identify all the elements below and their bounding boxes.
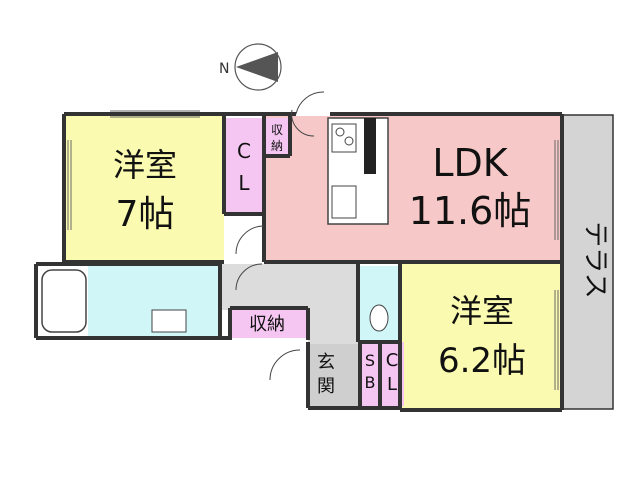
shoe-box	[360, 342, 380, 406]
washbasin-icon	[151, 309, 187, 333]
hallway-lower	[308, 300, 360, 344]
ldk-room	[266, 116, 560, 262]
doors	[235, 91, 325, 381]
entrance-label-1: 玄	[317, 352, 335, 373]
western-room-1-size: 7帖	[116, 194, 175, 235]
kitchen-wall-panel	[364, 118, 376, 174]
stove-icon	[331, 123, 357, 153]
bathtub-icon	[41, 269, 87, 333]
burner-icon	[335, 127, 345, 137]
closet-1-label-c: C	[237, 139, 251, 163]
storage-1-label-2: 納	[271, 139, 283, 153]
entrance	[310, 344, 360, 406]
closet-2-label-l: L	[387, 374, 397, 395]
windows	[67, 110, 559, 390]
storage-2	[230, 310, 308, 338]
shoe-box-label-s: S	[365, 351, 375, 370]
western-room-1-name: 洋室	[113, 146, 177, 184]
closet-2-label-c: C	[386, 350, 399, 371]
closet-1-label-l: L	[238, 171, 250, 195]
storage-1-overlay	[266, 118, 290, 156]
ldk-size: 11.6帖	[409, 189, 532, 233]
closet-1	[224, 118, 264, 214]
compass-north-label: N	[219, 61, 229, 77]
compass-needle-icon	[236, 52, 278, 82]
storage-2-label: 収納	[249, 314, 285, 335]
entrance-label-2: 関	[317, 376, 335, 397]
western-room-2	[400, 264, 562, 408]
western-room-1	[66, 116, 224, 260]
storage-1-label-1: 収	[271, 123, 283, 137]
sink-icon	[331, 185, 357, 219]
walls	[34, 112, 564, 412]
terrace-area	[561, 114, 614, 410]
terrace-label: テラス	[580, 221, 610, 298]
shoe-box-label-b: B	[365, 373, 376, 392]
western-room-2-name: 洋室	[450, 292, 514, 330]
western-room-2-size: 6.2帖	[438, 341, 526, 381]
burner-icon	[344, 136, 354, 146]
compass: N	[219, 43, 282, 91]
toilet-icon	[369, 304, 389, 332]
ldk-name: LDK	[432, 141, 508, 185]
